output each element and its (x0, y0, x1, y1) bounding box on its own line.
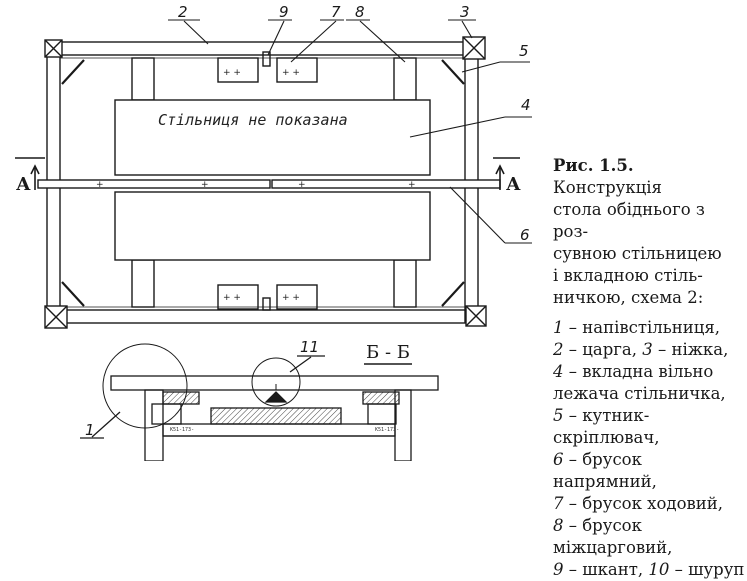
corner-brackets (61, 59, 465, 307)
insert-top-half (114, 99, 431, 176)
guide-bar-right (271, 179, 501, 189)
inter-bar-bl (131, 259, 155, 308)
detail-circle-11 (251, 357, 301, 407)
caption-figure-number: Рис. 1.5. (553, 156, 634, 175)
guide-plus-3: + (298, 180, 306, 190)
runner-block-br (276, 284, 318, 310)
runner-section-right (362, 391, 400, 405)
apron-bottom (59, 309, 466, 324)
runner-block-tr (276, 57, 318, 83)
runner-section-left (162, 391, 200, 405)
leg-bottom-left (44, 305, 68, 329)
tabletop-section (110, 375, 439, 391)
section-a-left: А (16, 174, 31, 195)
runner-block-tl (217, 57, 259, 83)
legend-item: 8 – брусок міжцарговий, (553, 516, 673, 557)
guide-plus-4: + (408, 180, 416, 190)
guide-plus-1: + (96, 180, 104, 190)
legend-item: 6 – брусок напрямний, (553, 450, 657, 491)
legend-item: 2 – царга, 3 – ніжка, (553, 340, 729, 359)
label-11: 11 (300, 338, 319, 356)
section-marker-right (493, 157, 520, 190)
plus-marks-br: + + (282, 293, 300, 303)
label-8: 8 (355, 3, 365, 21)
leg-bottom-right (465, 305, 487, 327)
section-a-right: А (506, 174, 521, 195)
legend-item: 9 – шкант, 10 – шуруп (553, 560, 745, 579)
section-marker-left (15, 157, 45, 190)
plus-marks-bl: + + (223, 293, 241, 303)
inter-bar-tr (393, 57, 417, 101)
small-mark-right: K51-173- (375, 427, 399, 433)
plus-marks-tl: + + (223, 68, 241, 78)
label-3: 3 (460, 3, 470, 21)
table-plan-view (15, 19, 532, 329)
caption-legend: 1 – напівстільниця, 2 – царга, 3 – ніжка… (553, 317, 745, 581)
legend-item: лежача стільничка, (553, 384, 726, 403)
runner-block-bl (217, 284, 259, 310)
inter-bar-tl (131, 57, 155, 101)
inter-bar-br (393, 259, 417, 308)
screw-head (264, 391, 288, 403)
section-bb-title: Б - Б (366, 342, 410, 363)
section-view-bb (80, 343, 439, 461)
label-2: 2 (178, 3, 188, 21)
label-1: 1 (85, 421, 95, 439)
dowel-top (262, 51, 271, 67)
insert-bottom-half (114, 191, 431, 261)
insert-section (210, 407, 342, 425)
leg-top-left (44, 39, 63, 58)
label-4: 4 (521, 96, 531, 114)
plus-marks-tr: + + (282, 68, 300, 78)
leg-top-right (462, 36, 486, 60)
label-9: 9 (279, 3, 289, 21)
guide-plus-2: + (201, 180, 209, 190)
technical-drawing: Стільниця не показана + + + + + + + + + … (15, 3, 532, 461)
small-mark-left: K51-173- (170, 427, 194, 433)
dowel-bottom (262, 297, 271, 311)
figure: Стільниця не показана + + + + + + + + + … (15, 3, 744, 579)
legend-item: 7 – брусок ходовий, (553, 494, 724, 513)
guide-section (162, 423, 396, 437)
label-6: 6 (520, 226, 530, 244)
guide-bar-left (37, 179, 271, 189)
label-5: 5 (519, 42, 529, 60)
detail-circle-1 (102, 343, 188, 429)
legend-item: 5 – кутник-скріплювач, (553, 406, 660, 447)
leader-lines (168, 19, 532, 244)
legend-item: 4 – вкладна вільно (553, 362, 714, 381)
legend-item: 1 – напівстільниця, (553, 318, 721, 337)
label-7: 7 (331, 3, 341, 21)
tabletop-not-shown-note: Стільниця не показана (158, 111, 348, 129)
block-section-right (367, 403, 397, 425)
